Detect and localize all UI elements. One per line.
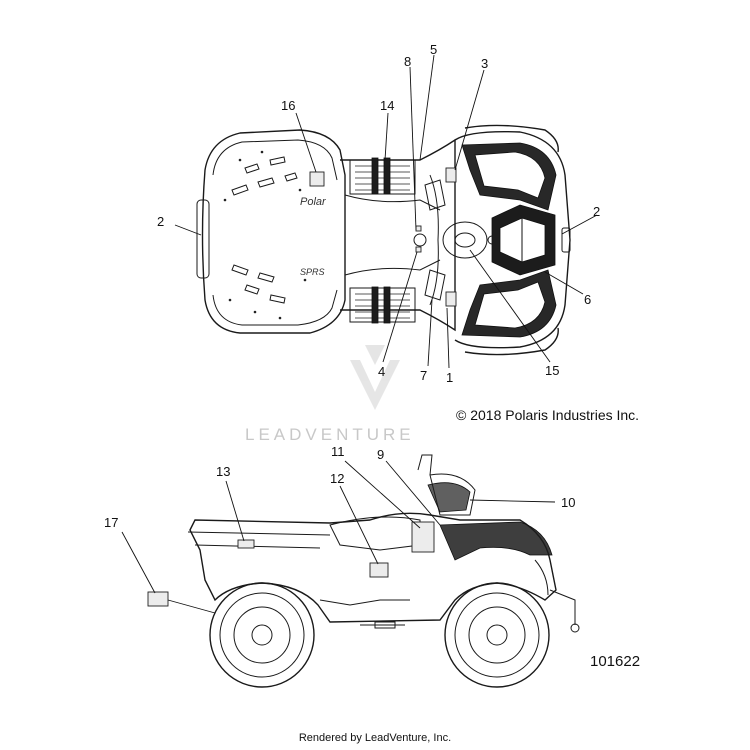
callout-15: 15: [545, 363, 559, 378]
front-rack: [461, 142, 557, 338]
callout-14: 14: [380, 98, 394, 113]
rear-rack-slots: [231, 156, 298, 304]
callout-6: 6: [584, 292, 591, 307]
callout-5: 5: [430, 42, 437, 57]
decal-11: [411, 521, 435, 553]
top-logo-text-2: SPRS: [300, 267, 325, 277]
callout-9: 9: [377, 447, 384, 462]
callout-10: 10: [561, 495, 575, 510]
callout-4: 4: [378, 364, 385, 379]
callouts: 1 2 2 3 4 5 6 7 8 9 10 11 12 13 14 15 16…: [104, 42, 600, 530]
callout-2-rear: 2: [157, 214, 164, 229]
atv-side-view: [147, 454, 580, 688]
callout-3: 3: [481, 56, 488, 71]
decal-12: [369, 562, 389, 578]
decal-17: [147, 591, 169, 607]
top-logo-text: Polar: [300, 196, 327, 208]
copyright-text: © 2018 Polaris Industries Inc.: [456, 407, 640, 423]
callout-8: 8: [404, 54, 411, 69]
decal-1: [445, 291, 457, 307]
callout-1: 1: [446, 370, 453, 385]
watermark-logo: [350, 345, 400, 410]
atv-top-view: Polar SPRS: [196, 124, 571, 356]
side-view-leaders: [121, 460, 556, 614]
callout-13: 13: [216, 464, 230, 479]
decal-13: [237, 539, 255, 549]
footer-text: Rendered by LeadVenture, Inc.: [298, 732, 452, 744]
callout-2-front: 2: [593, 204, 600, 219]
footwell-bottom-left: [349, 286, 416, 324]
callout-7: 7: [420, 368, 427, 383]
callout-11: 11: [331, 444, 345, 459]
callout-12: 12: [330, 471, 344, 486]
callout-16: 16: [281, 98, 295, 113]
part-number: 101622: [590, 653, 641, 670]
decal-16: [309, 171, 325, 187]
decal-3: [445, 167, 457, 183]
footwell-top-left: [349, 157, 416, 195]
watermark-text: LEADVENTURE: [245, 425, 415, 444]
callout-17: 17: [104, 515, 118, 530]
top-view-leaders: [174, 54, 598, 369]
